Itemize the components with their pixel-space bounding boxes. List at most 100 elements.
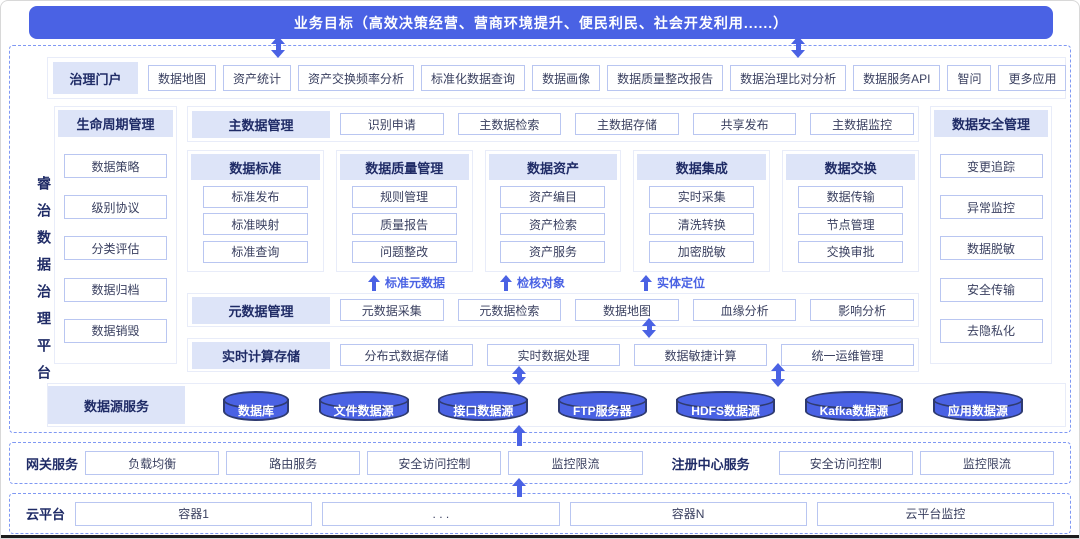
portal-item: 数据服务API: [853, 65, 941, 91]
portal-item: 数据治理比对分析: [730, 65, 847, 91]
module-item: 加密脱敏: [649, 240, 755, 263]
cloud-item: 容器1: [75, 501, 313, 526]
datasource-item-label: Kafka数据源: [819, 403, 889, 418]
datasource-item-label: 接口数据源: [453, 403, 514, 418]
master-data-label: 主数据管理: [192, 110, 330, 138]
realtime-item: 数据敏捷计算: [634, 344, 767, 366]
column-data-integration: 数据集成 实时采集清洗转换加密脱敏: [633, 150, 771, 272]
master-data-item: 共享发布: [692, 113, 797, 135]
metadata-items: 元数据采集元数据检索数据地图血缘分析影响分析: [340, 299, 914, 321]
lifecycle-item: 数据归档: [64, 277, 167, 302]
platform-container: 治理门户 数据地图资产统计资产交换频率分析标准化数据查询数据画像数据质量整改报告…: [9, 45, 1071, 433]
gateway-section: 网关服务 负载均衡 路由服务 安全访问控制 监控限流 注册中心服务 安全访问控制…: [9, 442, 1071, 484]
metadata-item: 影响分析: [810, 299, 914, 321]
registry-item: 安全访问控制: [778, 451, 913, 475]
database-cylinder-icon: FTP服务器: [557, 390, 647, 421]
gateway-item: 路由服务: [226, 451, 361, 475]
cloud-label: 云平台: [26, 507, 66, 522]
up-arrow-icon: [512, 478, 526, 497]
cloud-section: 云平台 容器1 . . . 容器N 云平台监控: [9, 493, 1071, 534]
column-header: 数据标准: [191, 154, 320, 180]
gateway-item: 安全访问控制: [367, 451, 502, 475]
module-columns: 数据标准 标准发布标准映射标准查询 数据质量管理 规则管理质量报告问题整改 数据…: [187, 150, 919, 272]
double-arrow-icon: [271, 36, 285, 58]
lifecycle-panel: 生命周期管理 数据策略级别协议分类评估数据归档数据销毁: [54, 106, 177, 364]
portal-label: 治理门户: [53, 62, 138, 94]
module-item: 节点管理: [798, 213, 904, 235]
master-data-item: 识别申请: [340, 113, 444, 135]
realtime-label: 实时计算存储: [192, 341, 330, 369]
security-item: 数据脱敏: [939, 236, 1043, 261]
column-header: 数据集成: [637, 154, 767, 180]
database-cylinder-icon: HDFS数据源: [676, 390, 775, 421]
metadata-item: 数据地图: [575, 299, 679, 321]
portal-item: 更多应用: [998, 65, 1067, 91]
column-header: 数据交换: [786, 154, 915, 180]
datasource-item-label: FTP服务器: [572, 403, 632, 418]
double-arrow-icon: [512, 366, 526, 385]
master-data-item: 主数据存储: [575, 113, 679, 135]
lifecycle-header: 生命周期管理: [58, 110, 173, 137]
security-items: 变更追踪异常监控数据脱敏安全传输去隐私化: [934, 137, 1048, 360]
realtime-item: 实时数据处理: [487, 344, 620, 366]
module-item: 数据传输: [798, 185, 904, 208]
master-data-items: 识别申请主数据检索主数据存储共享发布主数据监控: [340, 113, 914, 135]
master-data-row: 主数据管理 识别申请主数据检索主数据存储共享发布主数据监控: [187, 106, 919, 142]
annotation-check-object: 检核对象: [500, 274, 565, 291]
up-arrow-icon: [512, 425, 526, 446]
up-arrow-icon: [640, 275, 652, 291]
datasource-items: 数据库 文件数据源 接口数据源 FTP服务器 HDFS数据源 Kafka数据源 应用数据源: [185, 390, 1065, 421]
portal-item: 数据画像: [532, 65, 601, 91]
up-arrow-icon: [368, 275, 380, 291]
business-goal-banner: 业务目标（高效决策经营、营商环境提升、便民利民、社会开发利用......）: [29, 6, 1053, 39]
portal-item: 数据地图: [148, 65, 217, 91]
master-data-item: 主数据检索: [457, 113, 562, 135]
datasource-item-label: 文件数据源: [333, 403, 394, 418]
cloud-item: 容器N: [569, 501, 807, 526]
up-arrow-icon: [500, 275, 512, 291]
gateway-item: 监控限流: [508, 451, 643, 475]
master-data-item: 主数据监控: [810, 113, 914, 135]
realtime-row: 实时计算存储 分布式数据存储实时数据处理数据敏捷计算统一运维管理: [187, 338, 919, 372]
portal-item: 智问: [947, 65, 992, 91]
module-item: 清洗转换: [649, 213, 755, 235]
security-item: 安全传输: [939, 277, 1043, 302]
realtime-items: 分布式数据存储实时数据处理数据敏捷计算统一运维管理: [340, 344, 914, 366]
lifecycle-items: 数据策略级别协议分类评估数据归档数据销毁: [58, 137, 173, 360]
datasource-item-label: 数据库: [238, 403, 275, 418]
gateway-label: 网关服务: [26, 456, 79, 472]
column-header: 数据质量管理: [339, 154, 469, 180]
annotation-label: 检核对象: [517, 276, 566, 290]
column-data-standard: 数据标准 标准发布标准映射标准查询: [187, 150, 324, 272]
security-item: 变更追踪: [939, 154, 1043, 179]
annotation-standard-metadata: 标准元数据: [368, 274, 445, 291]
database-cylinder-icon: 文件数据源: [318, 390, 409, 421]
module-item: 质量报告: [351, 213, 457, 235]
portal-item: 数据质量整改报告: [607, 65, 724, 91]
module-item: 规则管理: [351, 185, 457, 208]
security-panel: 数据安全管理 变更追踪异常监控数据脱敏安全传输去隐私化: [930, 106, 1052, 364]
module-item: 标准查询: [202, 240, 308, 263]
datasource-item-label: 应用数据源: [947, 403, 1008, 418]
database-cylinder-icon: 数据库: [223, 390, 290, 421]
lifecycle-item: 级别协议: [64, 195, 167, 220]
module-item: 问题整改: [351, 240, 457, 263]
security-item: 去隐私化: [939, 318, 1043, 343]
annotation-label: 标准元数据: [385, 276, 446, 290]
double-arrow-icon: [642, 318, 656, 338]
portal-item: 资产统计: [223, 65, 292, 91]
portal-row: 治理门户 数据地图资产统计资产交换频率分析标准化数据查询数据画像数据质量整改报告…: [47, 57, 1067, 99]
metadata-item: 元数据检索: [457, 299, 562, 321]
database-cylinder-icon: 应用数据源: [932, 390, 1023, 421]
lifecycle-item: 数据策略: [64, 154, 167, 179]
module-item: 交换审批: [798, 240, 904, 263]
column-items: 数据传输节点管理交换审批: [786, 180, 915, 268]
module-item: 资产编目: [500, 185, 606, 208]
metadata-item: 元数据采集: [340, 299, 444, 321]
realtime-item: 统一运维管理: [781, 344, 914, 366]
cloud-item: . . .: [322, 501, 560, 526]
double-arrow-icon: [791, 36, 805, 58]
column-items: 资产编目资产检索资产服务: [489, 180, 618, 268]
registry-item: 监控限流: [919, 451, 1054, 475]
